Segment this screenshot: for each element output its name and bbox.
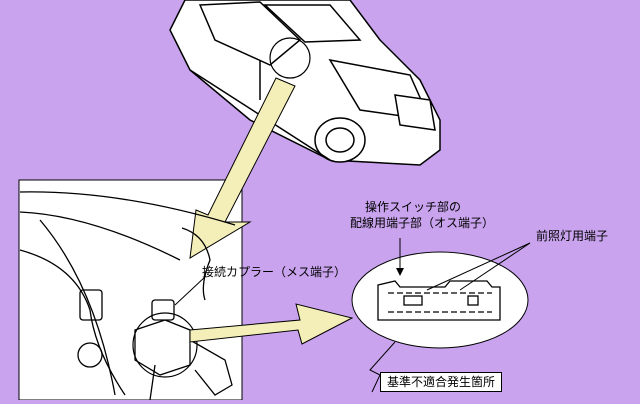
arrow-connector-to-terminal — [189, 303, 354, 345]
dashboard-illustration — [19, 191, 236, 401]
switch-terminal-label-2: 配線用端子部（オス端子） — [350, 216, 495, 230]
headlamp-terminal-label: 前照灯用端子 — [536, 229, 609, 243]
terminal-ellipse — [351, 251, 529, 349]
connector-leader — [174, 275, 207, 306]
headlamp-leader-2 — [459, 242, 531, 291]
arrow-car-to-dashboard — [189, 77, 296, 259]
switch-terminal-label-1: 操作スイッチ部の — [365, 200, 462, 214]
terminal-block — [377, 280, 501, 321]
car-illustration — [169, 0, 441, 166]
mirror-highlight-circle — [269, 37, 311, 79]
connector-label: 接続カプラー（メス端子） — [202, 265, 347, 279]
defect-leader — [369, 341, 396, 393]
headlamp-leader-1 — [426, 242, 531, 291]
defect-location-label: 基準不適合発生箇所 — [380, 372, 503, 392]
